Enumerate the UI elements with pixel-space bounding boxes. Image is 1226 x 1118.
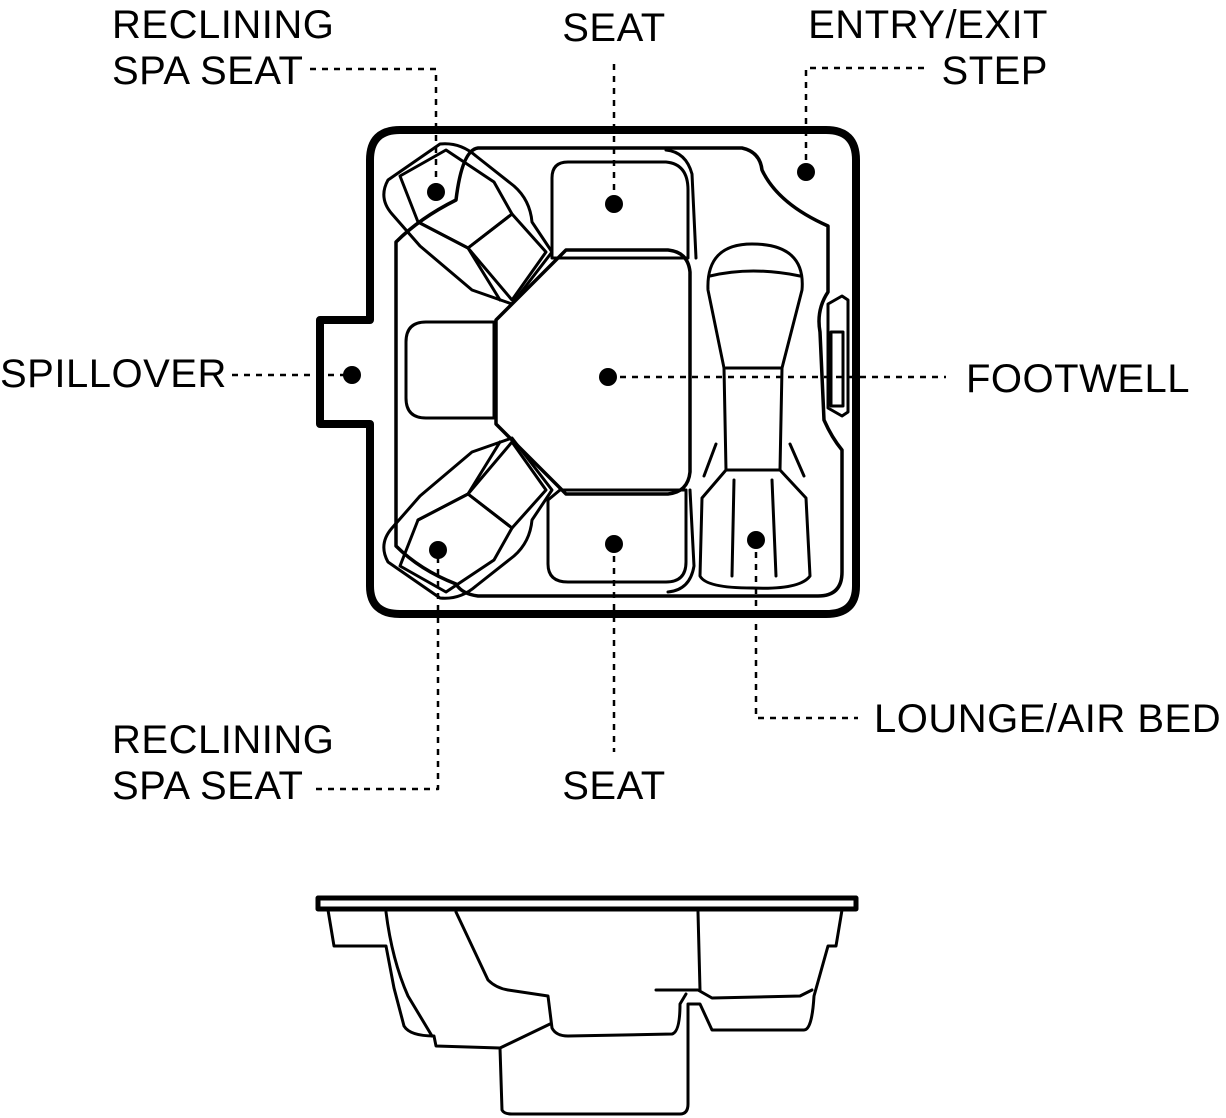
dot-entry-step	[797, 163, 815, 181]
spa-top-view	[316, 126, 860, 618]
reclining-seat-bottom	[382, 436, 554, 600]
label-entry-exit-line1: ENTRY/EXIT	[808, 3, 1048, 47]
label-reclining-top-line1: RECLINING	[112, 3, 335, 47]
seat-top-panel-edge	[664, 148, 698, 260]
seat-top-panel	[550, 160, 690, 260]
leader-lines	[232, 64, 946, 791]
leader-entry-step	[804, 66, 924, 170]
label-footwell: FOOTWELL	[966, 356, 1190, 402]
leader-reclining-bottom	[316, 552, 440, 791]
label-spillover-text: SPILLOVER	[0, 352, 227, 396]
label-reclining-bottom-line1: RECLINING	[112, 718, 335, 762]
side-view-inner-5	[696, 910, 702, 992]
label-seat-top: SEAT	[554, 5, 674, 51]
footwell-octagon	[494, 248, 692, 496]
label-seat-bottom-text: SEAT	[562, 764, 666, 808]
spa-inner-rim	[394, 146, 844, 598]
label-seat-top-text: SEAT	[562, 6, 666, 50]
reclining-seat-top	[382, 142, 554, 306]
spillover-seat	[404, 320, 496, 420]
label-reclining-top-line2: SPA SEAT	[112, 49, 304, 93]
dot-lounge	[747, 531, 765, 549]
label-reclining-spa-seat-bottom: RECLINING SPA SEAT	[112, 717, 334, 809]
side-view-inner-1	[384, 910, 434, 1038]
side-view-profile	[326, 908, 844, 1116]
seat-bottom-panel	[546, 488, 688, 584]
label-footwell-text: FOOTWELL	[966, 357, 1191, 401]
label-seat-bottom: SEAT	[554, 763, 674, 809]
label-lounge-text: LOUNGE/AIR BED	[874, 697, 1222, 741]
label-reclining-bottom-line2: SPA SEAT	[112, 764, 304, 808]
leader-reclining-top	[310, 67, 438, 190]
entry-step-ledge	[829, 330, 845, 408]
dot-reclining-top	[427, 183, 445, 201]
leader-lounge	[754, 540, 858, 720]
dot-seat-bottom	[605, 535, 623, 553]
spa-outer-shell	[316, 126, 860, 618]
side-view-inner-2	[454, 910, 688, 1038]
seat-bottom-panel-edge	[666, 488, 696, 594]
side-view-lip	[315, 895, 859, 912]
label-reclining-spa-seat-top: RECLINING SPA SEAT	[112, 2, 334, 94]
spa-side-view	[315, 895, 859, 1116]
dot-footwell	[599, 368, 617, 386]
label-entry-exit-step: ENTRY/EXIT STEP	[790, 2, 1048, 94]
label-spillover: SPILLOVER	[0, 351, 227, 397]
side-view-inner-4	[654, 988, 814, 1000]
dot-seat-top	[605, 195, 623, 213]
dot-spillover	[343, 366, 361, 384]
lounge-air-bed	[698, 242, 812, 590]
label-lounge-air-bed: LOUNGE/AIR BED	[874, 696, 1221, 742]
side-view-inner-3	[498, 1022, 552, 1050]
callout-dots	[343, 163, 815, 559]
dot-reclining-bottom	[429, 541, 447, 559]
entry-step-edge	[826, 294, 850, 418]
label-entry-exit-line2: STEP	[941, 49, 1048, 93]
